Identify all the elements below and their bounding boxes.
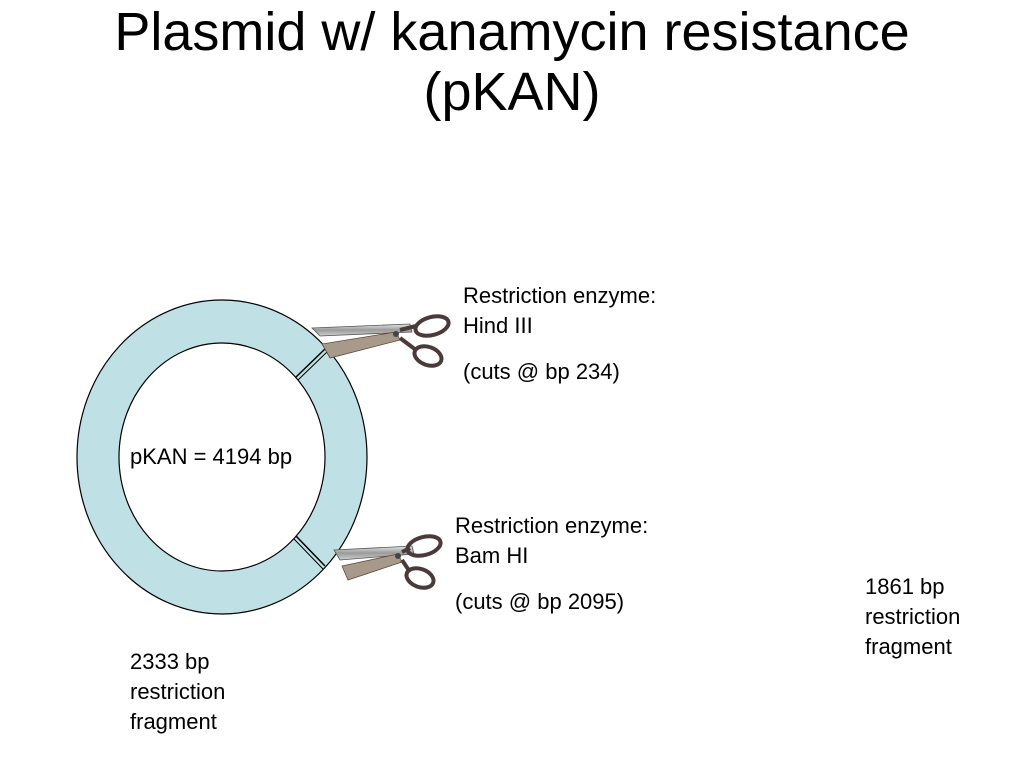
bamhi-cut-mark-b bbox=[293, 538, 324, 570]
plasmid-ring bbox=[76, 299, 368, 615]
bamhi-cut-mark bbox=[295, 535, 326, 567]
hindiii-label: Restriction enzyme: Hind III (cuts @ bp … bbox=[463, 281, 656, 387]
fragment-2333-line3: fragment bbox=[130, 709, 217, 734]
hindiii-cut-mark-b bbox=[297, 350, 329, 381]
fragment-1861-line1: 1861 bp bbox=[865, 574, 945, 599]
bamhi-label: Restriction enzyme: Bam HI (cuts @ bp 20… bbox=[455, 511, 648, 617]
bamhi-label-line2: Bam HI bbox=[455, 543, 529, 568]
page-title: Plasmid w/ kanamycin resistance (pKAN) bbox=[0, 2, 1024, 122]
fragment-1861-line2: restriction bbox=[865, 604, 961, 629]
title-line-2: (pKAN) bbox=[423, 62, 601, 122]
fragment-2333-line1: 2333 bp bbox=[130, 649, 210, 674]
bamhi-cut-position: (cuts @ bp 2095) bbox=[455, 589, 625, 614]
fragment-1861-line3: fragment bbox=[865, 634, 952, 659]
bamhi-label-line1: Restriction enzyme: bbox=[455, 513, 649, 538]
hindiii-label-line1: Restriction enzyme: bbox=[463, 283, 657, 308]
hindiii-cut-position: (cuts @ bp 234) bbox=[463, 359, 620, 384]
plasmid-size-label: pKAN = 4194 bp bbox=[130, 444, 293, 469]
hindiii-label-line2: Hind III bbox=[463, 313, 533, 338]
scissors-icon bbox=[311, 314, 451, 368]
fragment-2333-label: 2333 bp restriction fragment bbox=[130, 647, 225, 737]
fragment-2333-line2: restriction bbox=[130, 679, 226, 704]
scissors-icon bbox=[333, 534, 443, 590]
title-line-1: Plasmid w/ kanamycin resistance bbox=[114, 2, 910, 62]
hindiii-cut-mark bbox=[295, 347, 327, 378]
plasmid-inner-circle bbox=[118, 342, 326, 572]
fragment-1861-label: 1861 bp restriction fragment bbox=[865, 572, 960, 662]
